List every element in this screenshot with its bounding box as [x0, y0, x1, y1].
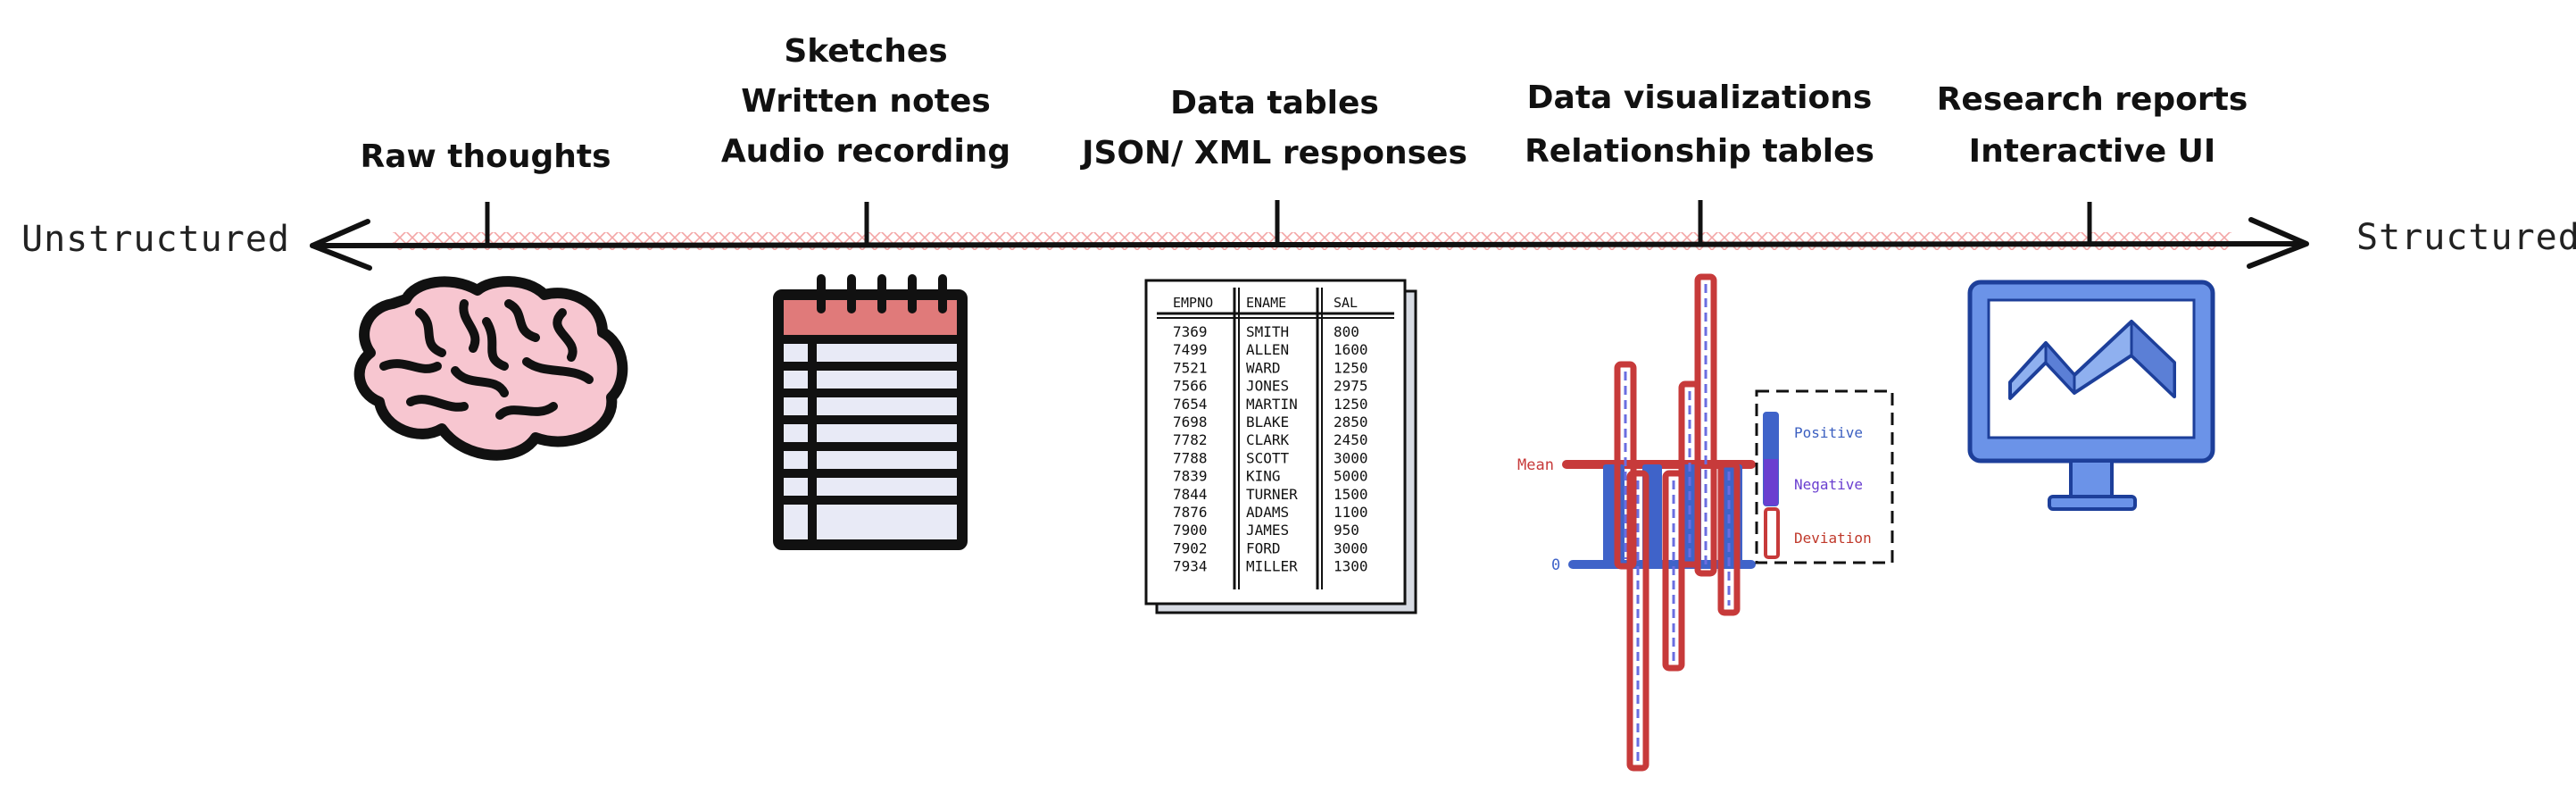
stage-label-line: Raw thoughts — [360, 138, 611, 175]
table-cell: 7839 — [1173, 468, 1208, 485]
table-header: ENAME — [1246, 295, 1286, 311]
monitor-chart-icon — [1967, 280, 2215, 511]
table-cell: 7876 — [1173, 504, 1208, 521]
table-cell: 7900 — [1173, 522, 1208, 539]
table-cell: JAMES — [1246, 522, 1289, 539]
table-cell: 2850 — [1334, 414, 1368, 430]
stage-label-line: Sketches — [784, 33, 948, 70]
table-cell: 7698 — [1173, 414, 1208, 430]
data-table-icon: EMPNO ENAME SAL 7369 SMITH 800 7499 ALLEN 160… — [1144, 279, 1417, 614]
legend-swatch-deviation — [1764, 507, 1780, 559]
table-cell: 1250 — [1334, 396, 1368, 413]
legend-swatch-negative — [1764, 459, 1778, 505]
stage-label-line: Data tables — [1170, 85, 1379, 121]
table-cell: 2975 — [1334, 378, 1368, 395]
unstructured-label: Unstructured — [21, 219, 290, 260]
table-cell: FORD — [1246, 539, 1281, 556]
spectrum-axis — [310, 200, 2309, 271]
table-cell: 1250 — [1334, 359, 1368, 376]
structured-label: Structured — [2356, 217, 2576, 258]
table-cell: 7654 — [1173, 396, 1208, 413]
table-cell: 7902 — [1173, 539, 1208, 556]
table-cell: 5000 — [1334, 468, 1368, 485]
table-header: EMPNO — [1173, 295, 1213, 311]
legend-positive: Positive — [1794, 424, 1863, 441]
stage-label-visualizations: Data visualizations Relationship tables — [1387, 75, 2012, 182]
stage-label-line: Interactive UI — [1968, 133, 2216, 170]
table-cell: 2450 — [1334, 431, 1368, 448]
notepad-icon — [773, 274, 968, 550]
table-cell: SCOTT — [1246, 449, 1290, 466]
table-cell: 7499 — [1173, 341, 1208, 358]
chart-bar-deviation — [1614, 361, 1637, 570]
stage-label-line: JSON/ XML responses — [1082, 135, 1467, 171]
stage-label-line: Relationship tables — [1525, 133, 1874, 170]
table-cell: 7844 — [1173, 486, 1208, 503]
stage-label-line: Audio recording — [720, 133, 1011, 170]
table-cell: 1100 — [1334, 504, 1368, 521]
table-cell: CLARK — [1246, 431, 1290, 448]
table-header: SAL — [1334, 295, 1358, 311]
table-cell: WARD — [1246, 359, 1281, 376]
legend-deviation: Deviation — [1794, 530, 1872, 547]
table-cell: 7566 — [1173, 378, 1208, 395]
table-cell: 800 — [1334, 323, 1359, 340]
brain-icon — [353, 276, 628, 461]
table-cell: 950 — [1334, 522, 1359, 539]
table-cell: MARTIN — [1246, 396, 1298, 413]
stage-label-reports: Research reports Interactive UI — [1780, 77, 2405, 184]
table-cell: 7521 — [1173, 359, 1208, 376]
table-cell: ALLEN — [1246, 341, 1289, 358]
chart-bar-deviation — [1717, 461, 1741, 616]
stage-label-line: Data visualizations — [1526, 79, 1873, 116]
stage-label-notes: Sketches Written notes Audio recording — [553, 27, 1178, 168]
axis-arrow-left-icon — [310, 219, 372, 271]
table-cell: 3000 — [1334, 449, 1368, 466]
stage-label-line: Written notes — [741, 83, 991, 120]
axis-line — [310, 241, 2306, 248]
stage-label-raw-thoughts: Raw thoughts — [173, 134, 798, 241]
table-cell: 7788 — [1173, 449, 1208, 466]
table-cell: KING — [1246, 468, 1281, 485]
stage-label-line: Research reports — [1936, 81, 2248, 118]
table-cell: MILLER — [1246, 558, 1298, 575]
deviation-bars — [1603, 273, 1742, 772]
deviation-chart-icon: Mean 0 Positive Negative Deviation — [1517, 273, 1894, 772]
table-rows: 7369 SMITH 800 7499 ALLEN 1600 7521 WARD 1250 756… — [1173, 323, 1368, 575]
legend-box — [1755, 389, 1894, 564]
chart-bar-deviation — [1694, 273, 1717, 577]
table-cell: JONES — [1246, 378, 1289, 395]
table-cell: 1600 — [1334, 341, 1368, 358]
table-cell: TURNER — [1246, 486, 1298, 503]
table-cell: 3000 — [1334, 539, 1368, 556]
table-cell: SMITH — [1246, 323, 1289, 340]
table-cell: ADAMS — [1246, 504, 1289, 521]
table-cell: 1500 — [1334, 486, 1368, 503]
table-cell: 7782 — [1173, 431, 1208, 448]
stage-label-data-tables: Data tables JSON/ XML responses — [962, 79, 1587, 186]
table-cell: 1300 — [1334, 558, 1368, 575]
chart-bar-positive — [1603, 464, 1625, 564]
chart-bar-deviation — [1662, 470, 1685, 672]
table-cell: 7369 — [1173, 323, 1208, 340]
mean-label: Mean — [1517, 456, 1554, 474]
table-cell: BLAKE — [1246, 414, 1289, 430]
chart-bar-deviation — [1626, 470, 1649, 772]
zero-label: 0 — [1551, 556, 1560, 574]
axis-arrow-right-icon — [2247, 217, 2309, 269]
table-cell: 7934 — [1173, 558, 1208, 575]
legend-negative: Negative — [1794, 476, 1863, 493]
